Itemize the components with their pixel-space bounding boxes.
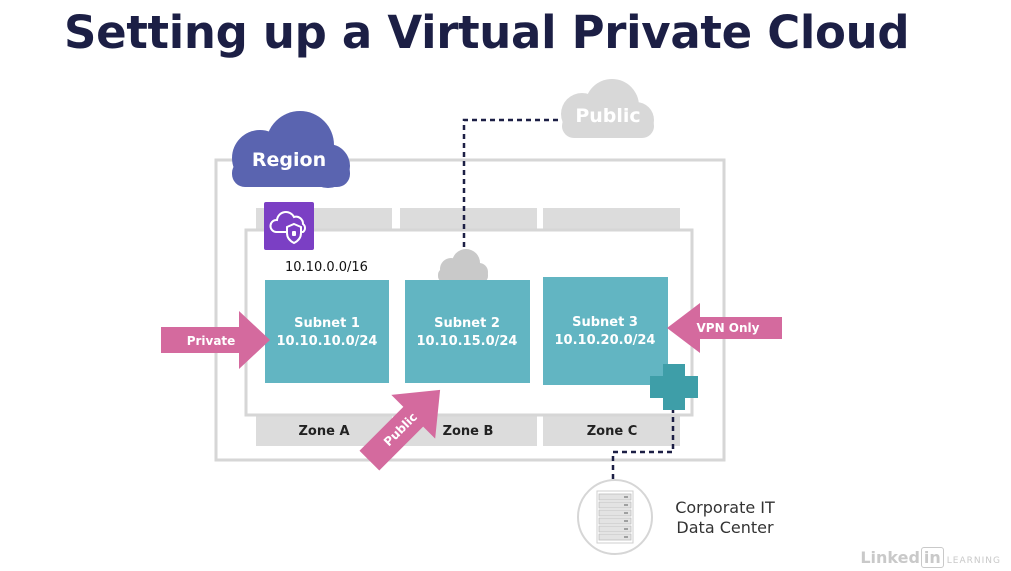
private-arrow <box>161 311 270 369</box>
zone-c-label: Zone C <box>587 424 638 439</box>
internet-gateway-cloud-icon <box>438 249 488 283</box>
datacenter-label-line2: Data Center <box>676 518 774 537</box>
vpn-gateway-icon <box>650 364 698 410</box>
watermark-linked: Linked <box>860 548 920 567</box>
region-cloud-icon <box>232 111 350 188</box>
zone-b-label: Zone B <box>443 424 494 439</box>
page-title: Setting up a Virtual Private Cloud <box>64 6 910 59</box>
vpc-cidr-label: 10.10.0.0/16 <box>285 260 368 275</box>
watermark-learning: LEARNING <box>946 556 1001 566</box>
subnet-1 <box>265 280 389 383</box>
vpc-icon <box>264 202 314 250</box>
subnet-3-name: Subnet 3 <box>572 315 638 330</box>
subnet-2-name: Subnet 2 <box>434 316 500 331</box>
public-arrow <box>359 389 441 471</box>
public-cloud-icon <box>561 79 654 138</box>
datacenter-connection-line <box>611 408 675 490</box>
private-arrow-label: Private <box>187 334 236 348</box>
vpn-arrow <box>667 303 782 353</box>
public-cloud-label: Public <box>575 105 640 127</box>
vpn-arrow-label: VPN Only <box>697 321 760 335</box>
subnet-2 <box>405 280 530 383</box>
datacenter-label-line1: Corporate IT <box>675 498 775 517</box>
subnet-3-cidr: 10.10.20.0/24 <box>555 333 656 348</box>
server-rack-icon <box>577 479 653 555</box>
watermark-in: in <box>920 547 944 568</box>
subnet-3 <box>543 277 668 385</box>
subnet-1-cidr: 10.10.10.0/24 <box>277 334 378 349</box>
region-label: Region <box>252 149 326 171</box>
public-connection-line <box>462 118 560 256</box>
zone-a-label: Zone A <box>298 424 349 439</box>
subnet-2-cidr: 10.10.15.0/24 <box>417 334 518 349</box>
subnet-1-name: Subnet 1 <box>294 316 360 331</box>
